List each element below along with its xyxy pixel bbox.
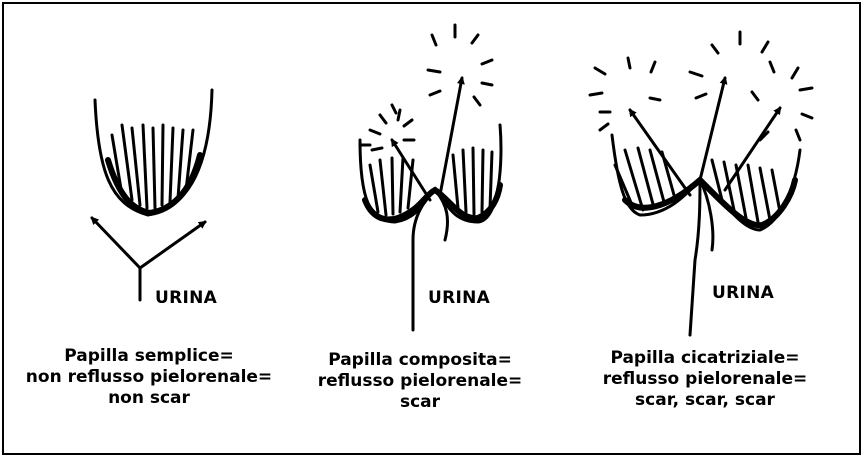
caption-simple: Papilla semplice= non reflusso pielorena…	[20, 346, 278, 409]
caption-compound: Papilla composita= reflusso pielorenale=…	[300, 350, 540, 413]
caption-compound-line-3: scar	[300, 392, 540, 413]
urina-label-scarred: URINA	[712, 283, 774, 303]
scarred-papilla-drawing	[590, 32, 812, 335]
urina-label-simple: URINA	[155, 288, 217, 308]
caption-simple-line-2: non reflusso pielorenale=	[20, 367, 278, 388]
caption-compound-line-2: reflusso pielorenale=	[300, 371, 540, 392]
caption-scarred: Papilla cicatriziale= reflusso pielorena…	[590, 348, 820, 411]
caption-simple-line-1: Papilla semplice=	[20, 346, 278, 367]
caption-compound-line-1: Papilla composita=	[300, 350, 540, 371]
simple-papilla-drawing	[92, 90, 212, 300]
compound-papilla-drawing	[360, 25, 501, 330]
caption-simple-line-3: non scar	[20, 388, 278, 409]
caption-scarred-line-1: Papilla cicatriziale=	[590, 348, 820, 369]
caption-scarred-line-3: scar, scar, scar	[590, 390, 820, 411]
urina-label-compound: URINA	[428, 288, 490, 308]
caption-scarred-line-2: reflusso pielorenale=	[590, 369, 820, 390]
